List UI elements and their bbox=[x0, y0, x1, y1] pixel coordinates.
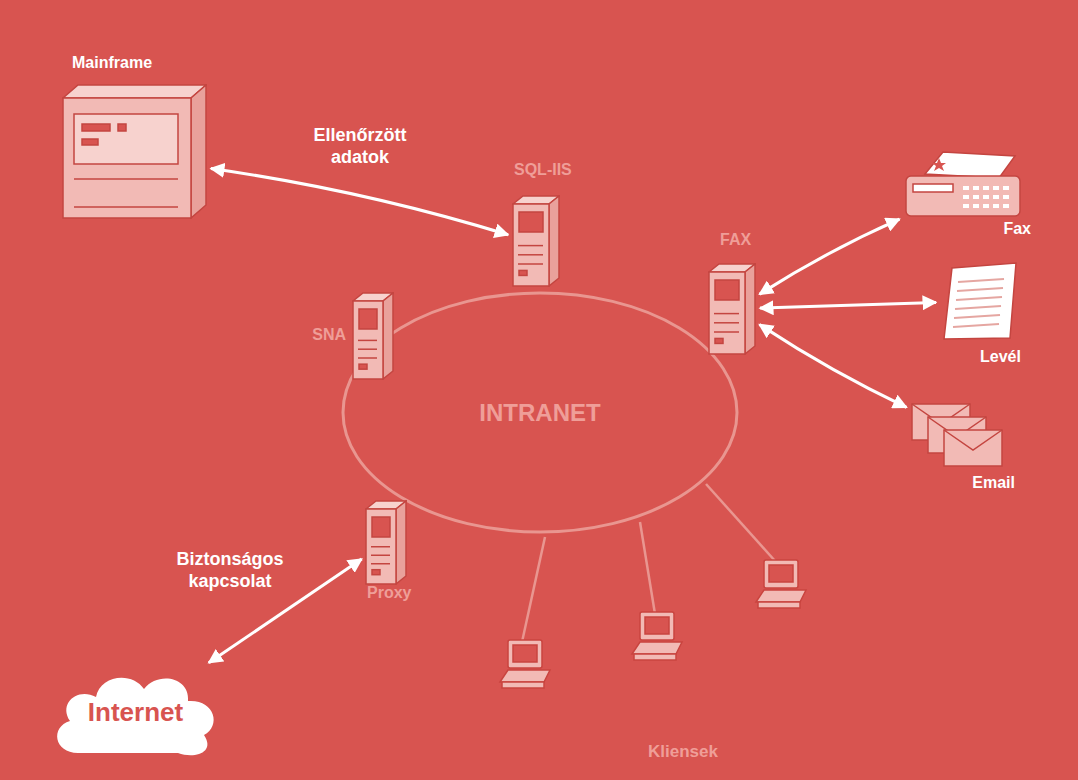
server-box: FAX bbox=[708, 263, 756, 355]
server-icon bbox=[512, 195, 560, 287]
connector-arrow bbox=[759, 324, 906, 407]
mainframe-icon bbox=[62, 84, 207, 219]
edge-label: Ellenőrzött adatok bbox=[290, 124, 430, 168]
server-box: Proxy bbox=[365, 500, 407, 585]
server-box: SQL-IIS bbox=[512, 195, 560, 287]
fax-machine: Fax bbox=[903, 150, 1023, 220]
letter-icon bbox=[940, 262, 1020, 340]
fax-icon bbox=[903, 150, 1023, 220]
connector-arrow bbox=[760, 219, 900, 294]
node-label: Email bbox=[972, 474, 1015, 492]
server-icon bbox=[352, 292, 394, 380]
node-label: SQL-IIS bbox=[514, 161, 572, 179]
server-icon bbox=[365, 500, 407, 585]
internet-cloud: Internet bbox=[48, 665, 223, 760]
node-label: INTRANET bbox=[340, 290, 740, 535]
server-box: SNA bbox=[352, 292, 394, 380]
connector-arrow bbox=[760, 302, 936, 308]
email-icon bbox=[910, 402, 1005, 470]
node-label: Levél bbox=[980, 348, 1021, 366]
node-label: Internet bbox=[48, 665, 223, 760]
intranet-ellipse: INTRANET bbox=[340, 290, 740, 535]
group-label: Kliensek bbox=[648, 742, 718, 762]
node-label: Proxy bbox=[367, 584, 411, 602]
letter-icon: Levél bbox=[940, 262, 1020, 340]
node-label: FAX bbox=[720, 231, 751, 249]
mainframe: Mainframe bbox=[62, 84, 207, 219]
node-label: SNA bbox=[312, 326, 346, 344]
email-icon: Email bbox=[910, 402, 1005, 470]
node-label: Fax bbox=[1003, 220, 1031, 238]
node-label: Mainframe bbox=[72, 54, 152, 72]
server-icon bbox=[708, 263, 756, 355]
edge-label: Biztonságos kapcsolat bbox=[160, 548, 300, 592]
connector-arrow bbox=[211, 169, 508, 235]
